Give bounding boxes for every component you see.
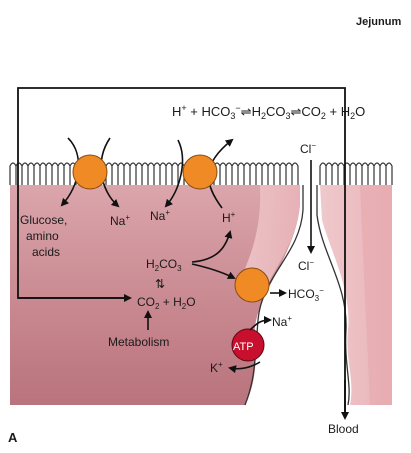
k-pump-label: K+: [210, 360, 223, 375]
acids-label: acids: [32, 245, 60, 259]
co2-water-label: CO2 + H2O: [137, 295, 196, 311]
lateral-space-left-wall: [244, 185, 304, 406]
microvillus-row: [9, 162, 299, 185]
sglt-transporter: [72, 154, 108, 190]
na-efflux-arrow: [249, 316, 272, 331]
carbonic-acid-equation: H+ + HCO3−⇌H2CO3⇌CO2 + H2O: [172, 103, 365, 121]
na-ion-label-left: Na+: [110, 213, 130, 228]
h2co3-dissociation-arrow-to-h: [191, 230, 233, 263]
atp-label: ATP: [233, 341, 254, 353]
panel-label: A: [8, 430, 18, 445]
hco3-label: HCO3−: [288, 286, 324, 303]
microvillus-row: [319, 162, 393, 185]
na-exchanger-in-path: [164, 139, 184, 208]
blood-label: Blood: [328, 422, 359, 436]
nhe-transporter: [182, 154, 218, 190]
h-ion-label: H+: [222, 210, 236, 225]
lateral-space-right-wall: [316, 185, 350, 406]
cl-ion-label-mid: Cl−: [298, 258, 314, 273]
na-pump-label: Na+: [272, 314, 292, 329]
cl-hco3-exchanger: [234, 267, 270, 303]
region-label: Jejunum: [356, 16, 401, 28]
h2co3-label: H2CO3: [146, 257, 182, 273]
amino-label: amino: [26, 229, 59, 243]
na-ion-label-right: Na+: [150, 208, 170, 223]
glucose-label: Glucose,: [20, 213, 67, 227]
h2co3-to-hco3-arrow: [191, 263, 236, 279]
na-k-atpase-pump: [231, 328, 265, 362]
k-influx-arrow: [228, 361, 261, 374]
right-cell-shade: [360, 185, 392, 405]
metabolism-label: Metabolism: [108, 335, 169, 349]
equilibrium-symbol: ⇅: [155, 277, 165, 291]
cl-ion-label-top: Cl−: [300, 141, 316, 156]
